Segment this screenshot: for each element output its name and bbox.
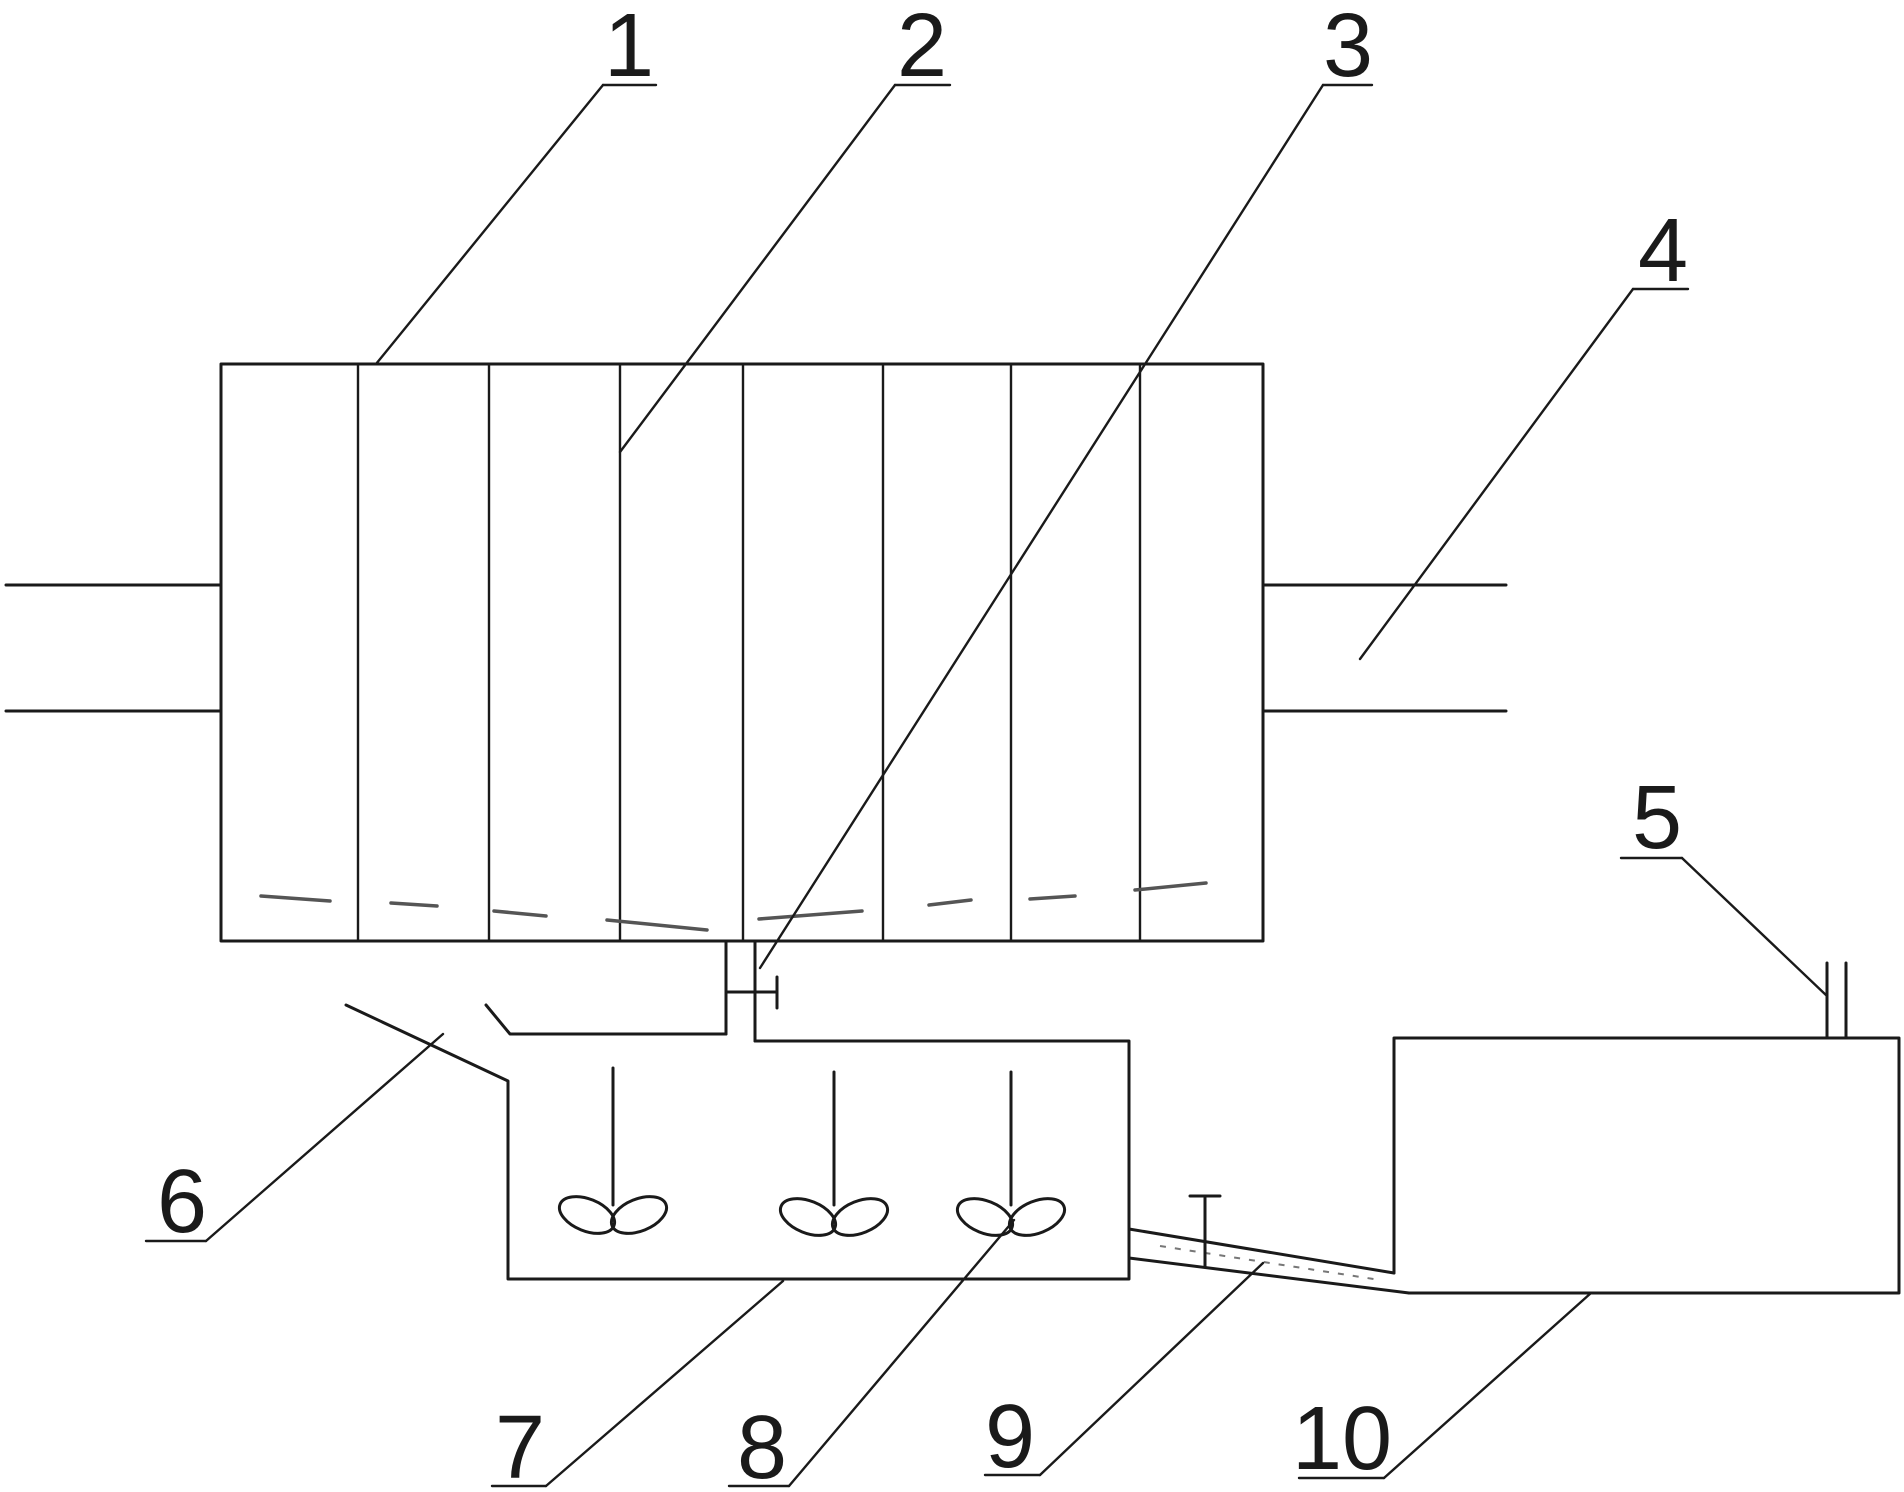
callout-5-label: 5	[1632, 768, 1682, 868]
callout-4-label: 4	[1638, 201, 1688, 301]
transfer-pipe-lower-wall	[1127, 1256, 1411, 1295]
callout-6-label: 6	[157, 1152, 207, 1252]
stirrer	[955, 1070, 1067, 1237]
transfer-pipe-upper-wall	[1127, 1227, 1396, 1275]
callout-5-leader	[1680, 856, 1829, 998]
feed-inlet-wall	[484, 1003, 728, 1036]
callout-6-leader	[204, 1032, 445, 1243]
flow-mark	[1028, 894, 1077, 901]
stirrer-blade	[609, 1195, 669, 1235]
flow-mark	[757, 909, 864, 921]
callout-10-leader	[1382, 1291, 1593, 1480]
callout-3-leader	[758, 83, 1325, 970]
callout-7-label: 7	[495, 1398, 545, 1492]
settling-tank	[1392, 1036, 1901, 1295]
callout-9-label: 9	[985, 1387, 1035, 1487]
flow-mark	[927, 898, 973, 907]
transfer-pipe-flow	[1159, 1245, 1381, 1281]
callout-8-leader	[787, 1218, 1016, 1488]
stirrer	[557, 1066, 669, 1235]
stirrer-blade	[955, 1197, 1015, 1237]
stirrer-blade	[1007, 1197, 1067, 1237]
stirrer-blade	[557, 1195, 617, 1235]
flow-marks	[259, 881, 1208, 932]
stirrer-blade	[778, 1197, 838, 1237]
callout-1-label: 1	[604, 0, 654, 96]
callout-4-leader	[1358, 287, 1635, 661]
callout-1-leader	[374, 83, 605, 366]
callout-2-label: 2	[897, 0, 947, 96]
flow-mark	[1133, 881, 1208, 892]
callout-9-leader	[1038, 1261, 1265, 1477]
flow-mark	[492, 909, 548, 918]
stirrer-blade	[830, 1197, 890, 1237]
callout-8-label: 8	[737, 1398, 787, 1492]
flow-mark	[389, 901, 439, 908]
callout-10-label: 10	[1292, 1389, 1392, 1489]
callout-3-label: 3	[1323, 0, 1373, 96]
flow-mark	[605, 918, 709, 932]
mixing-tank	[344, 1003, 1131, 1281]
stirrer	[778, 1070, 890, 1237]
flow-mark	[259, 894, 332, 903]
callout-7-leader	[544, 1279, 785, 1488]
callout-2-leader	[618, 83, 897, 454]
